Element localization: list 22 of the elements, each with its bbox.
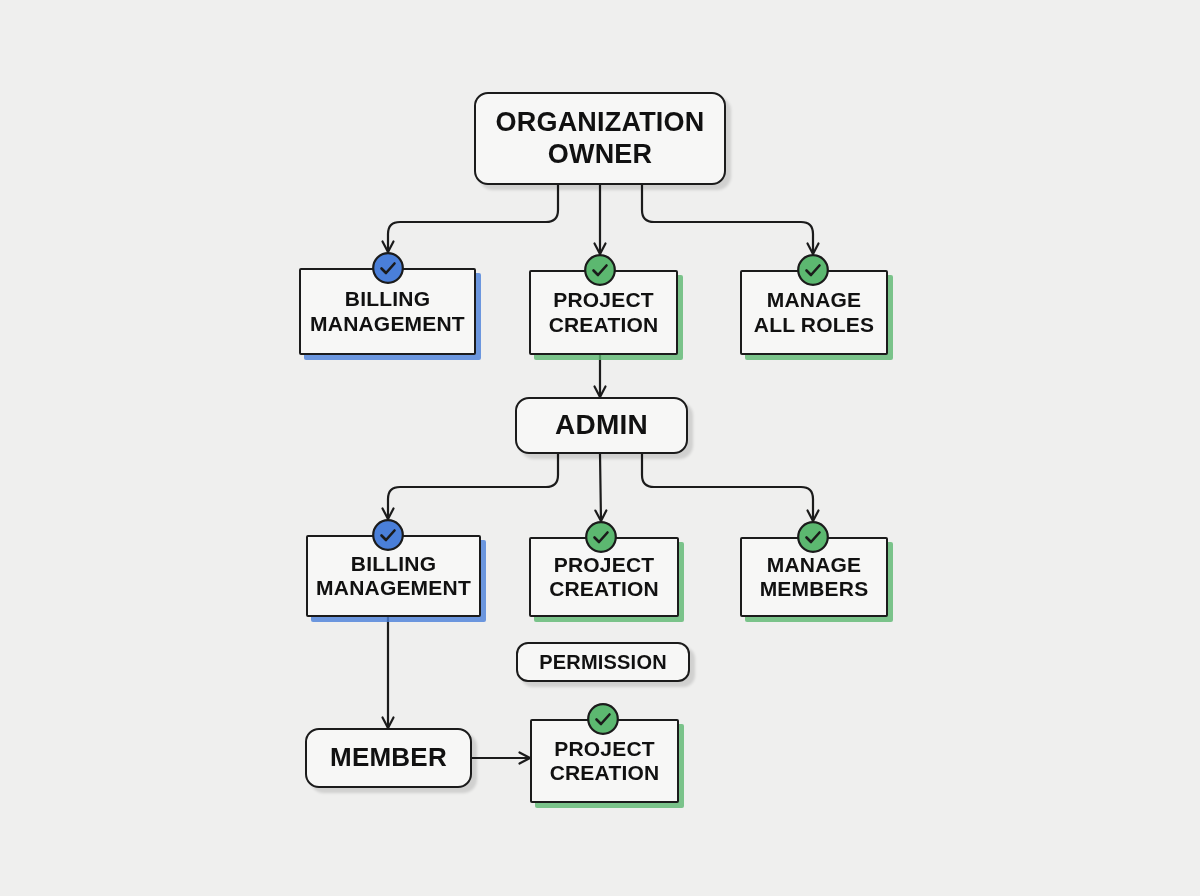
arrow	[593, 183, 607, 256]
permission-label: PROJECT CREATION	[548, 736, 661, 786]
permission-label: PROJECT CREATION	[547, 288, 660, 337]
role-label: ADMIN	[555, 409, 648, 442]
section-label-box	[516, 642, 690, 682]
section-label: PERMISSION	[539, 650, 667, 674]
role-label: ORGANIZATION OWNER	[494, 107, 706, 170]
permission-label: MANAGE ALL ROLES	[752, 288, 876, 337]
arrow	[381, 452, 560, 521]
role-box	[515, 397, 688, 454]
arrow	[470, 751, 532, 765]
permission-label: PROJECT CREATION	[548, 552, 660, 602]
arrow	[594, 452, 608, 523]
role-box	[305, 728, 472, 788]
arrow	[640, 183, 820, 256]
role-box	[474, 92, 726, 185]
role-label: MEMBER	[330, 743, 447, 773]
permission-label: BILLING MANAGEMENT	[310, 287, 465, 336]
arrow	[640, 452, 820, 523]
permission-label: BILLING MANAGEMENT	[316, 551, 471, 601]
arrow	[381, 183, 560, 254]
permission-label: MANAGE MEMBERS	[758, 552, 870, 602]
